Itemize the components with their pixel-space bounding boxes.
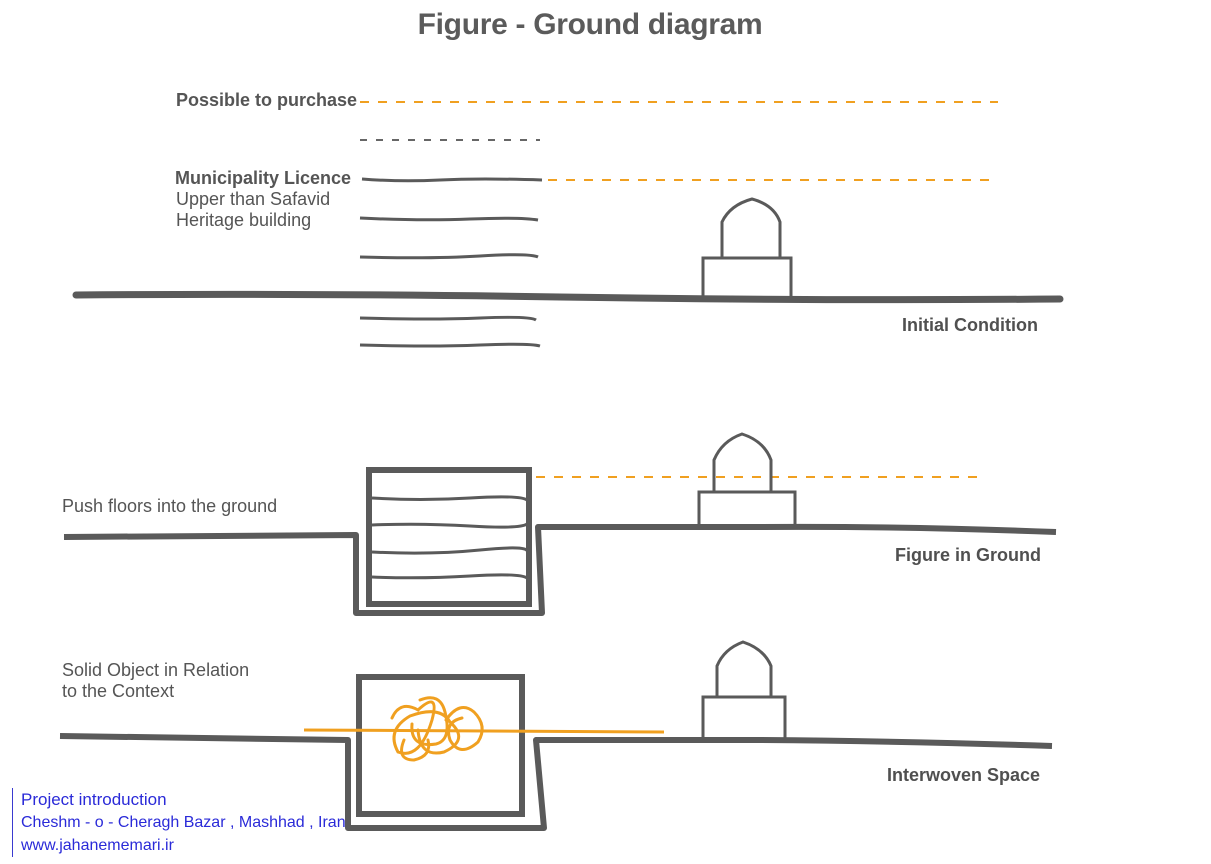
diagram-title: Figure - Ground diagram (417, 8, 763, 41)
possible-to-purchase-label: Possible to purchase (176, 90, 358, 110)
floor-line (359, 216, 539, 222)
underground-floor-line (359, 342, 541, 348)
ground-line-excavated (63, 523, 1057, 616)
floor-line (371, 573, 528, 580)
credit-website-link[interactable]: www.jahanememari.ir (21, 837, 174, 854)
solid-object-label-line1: Solid Object in Relation (62, 660, 250, 680)
heritage-dome-building (701, 640, 787, 741)
figure-in-ground-sketch (63, 432, 1057, 616)
heritage-building-label: Heritage building (176, 210, 312, 230)
interwoven-space-label: Interwoven Space (887, 765, 1041, 785)
project-credit-block: Project introduction Cheshm - o - Cherag… (12, 788, 346, 857)
heritage-dome-building (697, 432, 797, 530)
upper-than-safavid-label: Upper than Safavid (176, 189, 331, 209)
floor-line (371, 522, 528, 529)
floor-line (371, 546, 529, 555)
underground-floor-line (359, 315, 537, 322)
initial-condition-label: Initial Condition (902, 315, 1038, 335)
floor-line (371, 495, 528, 502)
initial-condition-sketch (72, 101, 1064, 348)
heritage-dome-building (701, 197, 793, 300)
floor-line (359, 253, 539, 260)
credit-project-location: Cheshm - o - Cheragh Bazar , Mashhad , I… (21, 814, 346, 831)
credit-project-introduction: Project introduction (21, 790, 167, 809)
solid-object-volume (356, 674, 525, 817)
ground-line (72, 290, 1064, 304)
push-floors-label: Push floors into the ground (62, 496, 278, 516)
figure-in-ground-label: Figure in Ground (895, 545, 1041, 565)
context-connection-line (303, 728, 665, 734)
pushed-volume (366, 467, 532, 607)
interwoven-space-sketch (59, 640, 1053, 831)
municipality-licence-label: Municipality Licence (175, 168, 352, 188)
solid-object-label-line2: to the Context (62, 681, 175, 701)
ground-line-excavated (59, 733, 1053, 831)
interwoven-scribble (390, 696, 484, 762)
licence-floor-line (361, 177, 543, 183)
